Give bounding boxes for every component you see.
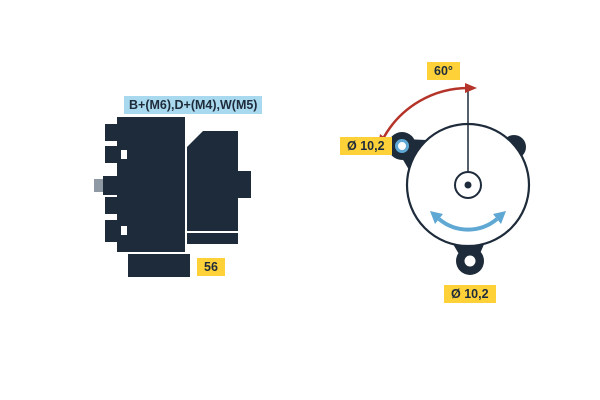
angle-arc-arrow: [382, 86, 469, 138]
bottom-hole-diameter-label: Ø 10,2: [444, 285, 496, 303]
angle-arrowhead-right-icon: [465, 83, 477, 93]
terminal-block-2: [105, 146, 117, 163]
left-stud-base: [103, 176, 117, 195]
terminal-block-3: [105, 197, 117, 214]
angle-label: 60°: [427, 62, 460, 80]
mounting-hole-top: [395, 139, 409, 153]
body-main: [117, 117, 185, 253]
rotation-arc-arrow: [437, 217, 499, 232]
right-stud: [238, 171, 251, 198]
side-view-detail-lines: [117, 150, 238, 254]
rotation-arrowhead-left-icon: [430, 211, 443, 224]
terminal-block-4: [105, 220, 117, 242]
alternator-side-view: [94, 117, 251, 277]
terminals-label: B+(M6),D+(M4),W(M5): [124, 96, 263, 114]
mounting-hole-bottom: [464, 255, 476, 267]
rear-housing: [187, 131, 238, 244]
shaft-center-dot: [464, 181, 472, 189]
top-hole-diameter-label: Ø 10,2: [340, 137, 392, 155]
mounting-foot: [128, 254, 190, 277]
rotation-arrowhead-right-icon: [493, 211, 506, 224]
terminal-block-1: [105, 124, 117, 141]
alternator-end-view: [378, 83, 531, 275]
foot-terminal-label: 56: [197, 258, 225, 276]
